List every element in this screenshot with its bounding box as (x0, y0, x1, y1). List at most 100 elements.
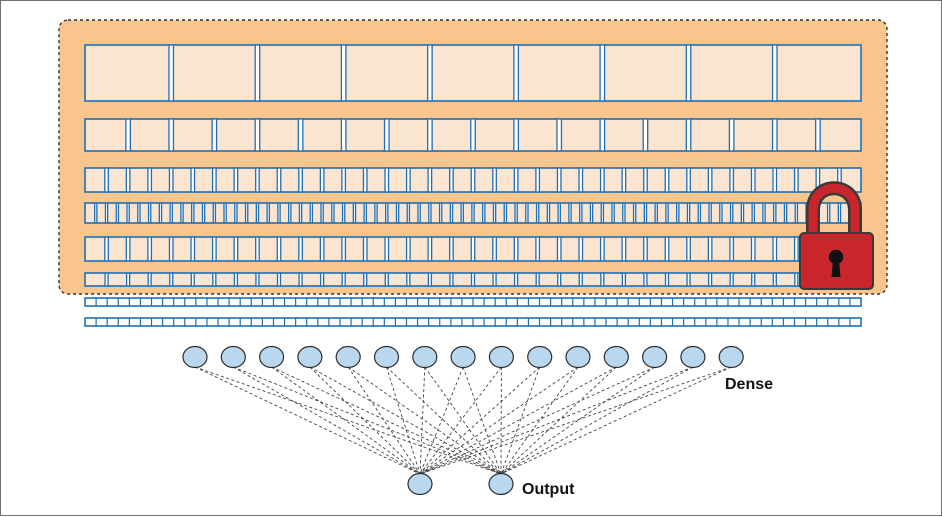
frozen-layer-5-cell-divider (234, 237, 238, 261)
frozen-layer-6-cell-divider (385, 273, 388, 286)
frozen-layer-2 (85, 119, 861, 151)
dense-node (221, 347, 245, 368)
connection-line (501, 367, 578, 474)
frozen-layer-6-cell-divider (256, 273, 259, 286)
frozen-layer-2-cell-divider (255, 119, 260, 151)
frozen-layer-4-cell-divider (472, 203, 474, 223)
frozen-layer-6-cell-divider (127, 273, 130, 286)
frozen-layer-4-cell-divider (526, 203, 528, 223)
output-layer-nodes (408, 474, 513, 495)
dense-node (375, 347, 399, 368)
frozen-layer-4-cell-divider (612, 203, 614, 223)
frozen-layer-4-cell-divider (235, 203, 237, 223)
frozen-layer-4-cell-divider (386, 203, 388, 223)
frozen-layer-4-cell-divider (655, 203, 657, 223)
frozen-layer-5 (85, 237, 861, 261)
frozen-layer-5-cell-divider (342, 237, 346, 261)
frozen-layer-6-cell-divider (493, 273, 496, 286)
frozen-layer-5-cell-divider (148, 237, 152, 261)
frozen-layer-3-cell-divider (213, 168, 217, 192)
frozen-layer-4-cell-divider (375, 203, 377, 223)
frozen-layer-4-cell-divider (784, 203, 786, 223)
frozen-layer-4-cell-divider (278, 203, 280, 223)
frozen-layer-6-cell-divider (687, 273, 690, 286)
frozen-layer-4-cell-divider (666, 203, 668, 223)
frozen-layer-3-cell-divider (299, 168, 303, 192)
frozen-layer-6-cell-divider (321, 273, 324, 286)
frozen-layer-6-cell-divider (299, 273, 302, 286)
frozen-layer-4-cell-divider (364, 203, 366, 223)
frozen-layer-3-cell-divider (385, 168, 389, 192)
frozen-layer-2-cell-divider (557, 119, 562, 151)
connection-line (420, 367, 425, 474)
connection-line (272, 367, 420, 474)
frozen-layer-6-cell-divider (536, 273, 539, 286)
frozen-layer-4-cell-divider (515, 203, 517, 223)
frozen-layers-group (59, 20, 887, 294)
frozen-layer-5-cell-divider (493, 237, 497, 261)
frozen-layer-6-cell-divider (730, 273, 733, 286)
frozen-layer-4-cell-divider (181, 203, 183, 223)
frozen-layer-4-cell-divider (461, 203, 463, 223)
frozen-layer-1-cell-divider (169, 45, 174, 101)
frozen-layer-5-cell-divider (795, 237, 799, 261)
frozen-layer-6-cell-divider (213, 273, 216, 286)
frozen-layer-2-cell-divider (773, 119, 778, 151)
frozen-layer-4-cell-divider (644, 203, 646, 223)
frozen-layer-6 (85, 273, 861, 286)
dense-node (183, 347, 207, 368)
frozen-layer-2-cell-divider (341, 119, 346, 151)
frozen-layer-6-cell-divider (622, 273, 625, 286)
dense-node (489, 347, 513, 368)
frozen-layer-4-cell-divider (795, 203, 797, 223)
frozen-layer-6-cell-divider (428, 273, 431, 286)
frozen-layer-6-cell-divider (450, 273, 453, 286)
frozen-layer-2-cell-divider (471, 119, 476, 151)
frozen-layer-4-cell-divider (407, 203, 409, 223)
dense-node (681, 347, 705, 368)
frozen-layer-3-cell-divider (126, 168, 130, 192)
frozen-layer-4-cell-divider (159, 203, 161, 223)
connection-line (501, 367, 540, 474)
frozen-layer-1-cell-divider (773, 45, 778, 101)
connection-line (420, 367, 463, 474)
frozen-layer-4-cell-divider (774, 203, 776, 223)
dense-node (298, 347, 322, 368)
frozen-layer-4-cell-divider (105, 203, 107, 223)
frozen-layer-4-cell-divider (256, 203, 258, 223)
frozen-layer-6-cell-divider (644, 273, 647, 286)
frozen-layer-4-cell-divider (353, 203, 355, 223)
frozen-layer-5-cell-divider (126, 237, 130, 261)
frozen-layer-3-cell-divider (450, 168, 454, 192)
dense-node (260, 347, 284, 368)
output-label: Output (522, 481, 575, 498)
frozen-layer-6-cell-divider (601, 273, 604, 286)
frozen-layer-6-cell-divider (795, 273, 798, 286)
frozen-layer-4-cell-divider (310, 203, 312, 223)
frozen-layer-3-cell-divider (471, 168, 475, 192)
frozen-layer-1-frame (85, 45, 861, 101)
frozen-layer-2-cell-divider (643, 119, 648, 151)
frozen-layer-3-cell-divider (169, 168, 173, 192)
frozen-layer-3-cell-divider (493, 168, 497, 192)
frozen-layer-5-cell-divider (751, 237, 755, 261)
frozen-layer-3-cell-divider (407, 168, 411, 192)
frozen-layer-3-cell-divider (234, 168, 238, 192)
frozen-layer-5-cell-divider (428, 237, 432, 261)
frozen-layer-2-cell-divider (298, 119, 303, 151)
connection-line (310, 367, 501, 474)
frozen-layer-5-cell-divider (299, 237, 303, 261)
frozen-layer-6-cell-divider (752, 273, 755, 286)
frozen-layer-4-cell-divider (450, 203, 452, 223)
frozen-layer-3-cell-divider (773, 168, 777, 192)
frozen-layer-5-cell-divider (471, 237, 475, 261)
dense-label: Dense (725, 376, 773, 393)
frozen-layer-4-cell-divider (752, 203, 754, 223)
frozen-layer-5-cell-divider (536, 237, 540, 261)
frozen-layer-6-cell-divider (148, 273, 151, 286)
frozen-layer-5-cell-divider (407, 237, 411, 261)
frozen-layer-4-cell-divider (580, 203, 582, 223)
frozen-layer-6-cell-divider (278, 273, 281, 286)
dense-layer-nodes (183, 347, 743, 368)
frozen-layer-4-cell-divider (299, 203, 301, 223)
